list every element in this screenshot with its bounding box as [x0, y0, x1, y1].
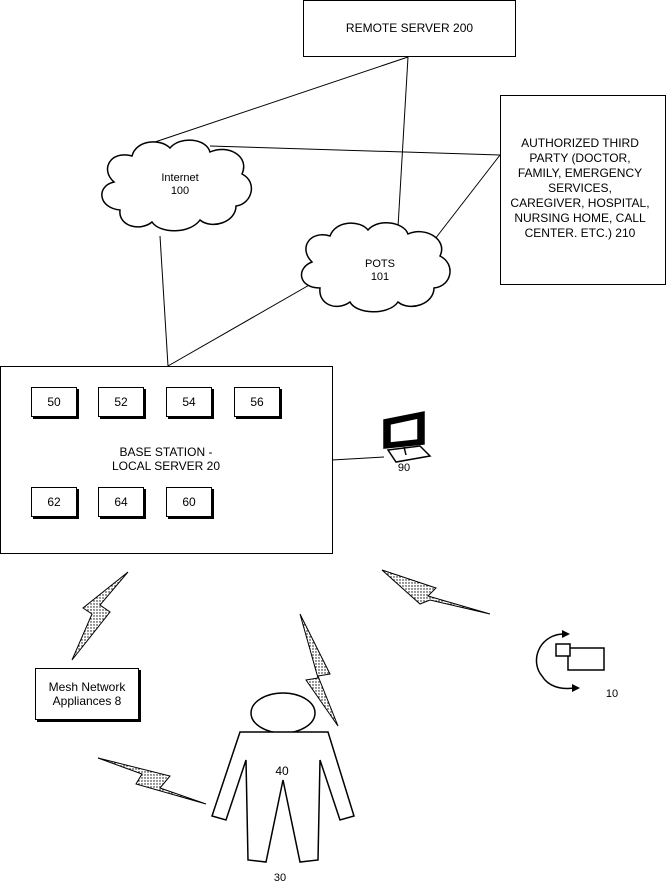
third-party-line: NURSING HOME, CALL	[501, 211, 659, 226]
internet-name: Internet	[140, 172, 220, 185]
module-52: 52	[98, 387, 144, 417]
third-party-line: AUTHORIZED THIRD	[501, 136, 659, 151]
module-62: 62	[31, 487, 77, 517]
rotation-arrow-head-icon	[562, 630, 570, 638]
module-60: 60	[166, 487, 212, 517]
third-party-line: CAREGIVER, HOSPITAL,	[501, 196, 659, 211]
link-pots-base	[168, 280, 318, 366]
mesh-network-box: Mesh Network Appliances 8	[35, 668, 139, 720]
link-base-computer	[332, 457, 384, 460]
person-body-label: 40	[268, 764, 296, 778]
base-station-title: BASE STATION - LOCAL SERVER 20	[81, 445, 251, 474]
third-party-line: FAMILY, EMERGENCY	[501, 166, 659, 181]
camera-label: 10	[600, 688, 624, 701]
internet-ref: 100	[140, 185, 220, 198]
camera-icon	[556, 644, 604, 670]
remote-server-label: REMOTE SERVER 200	[304, 21, 515, 35]
link-remote-internet	[152, 57, 408, 143]
lightning-bolt-icon-mesh-person	[98, 758, 206, 804]
third-party-line: CENTER. ETC.) 210	[501, 226, 659, 241]
lightning-bolt-icon-base-camera	[382, 570, 490, 614]
base-station-title-line1: BASE STATION -	[81, 445, 251, 459]
mesh-line2: Appliances 8	[36, 694, 138, 708]
third-party-label: AUTHORIZED THIRD PARTY (DOCTOR, FAMILY, …	[501, 136, 659, 241]
pots-label: POTS 101	[340, 258, 420, 284]
link-internet-thirdparty	[210, 146, 500, 155]
base-station-title-line2: LOCAL SERVER 20	[81, 459, 251, 473]
third-party-box: AUTHORIZED THIRD PARTY (DOCTOR, FAMILY, …	[500, 95, 666, 285]
base-station-box: 50 52 54 56 BASE STATION - LOCAL SERVER …	[0, 366, 333, 554]
module-50: 50	[31, 387, 77, 417]
module-56: 56	[234, 387, 280, 417]
third-party-line: SERVICES,	[501, 181, 659, 196]
mesh-network-label: Mesh Network Appliances 8	[36, 680, 138, 709]
computer-label: 90	[390, 462, 418, 475]
third-party-line: PARTY (DOCTOR,	[501, 151, 659, 166]
link-remote-pots	[398, 57, 408, 227]
link-internet-base	[160, 236, 168, 366]
rotation-arrow-tail-icon	[572, 684, 580, 692]
module-64: 64	[98, 487, 144, 517]
link-pots-thirdparty	[428, 155, 500, 248]
pots-name: POTS	[340, 258, 420, 271]
mesh-line1: Mesh Network	[36, 680, 138, 694]
pots-ref: 101	[340, 271, 420, 284]
internet-label: Internet 100	[140, 172, 220, 198]
person-ref-label: 30	[266, 872, 294, 885]
lightning-bolt-icon-base-mesh	[72, 572, 128, 660]
module-54: 54	[166, 387, 212, 417]
computer-monitor-icon	[384, 412, 430, 462]
remote-server-box: REMOTE SERVER 200	[303, 0, 516, 57]
